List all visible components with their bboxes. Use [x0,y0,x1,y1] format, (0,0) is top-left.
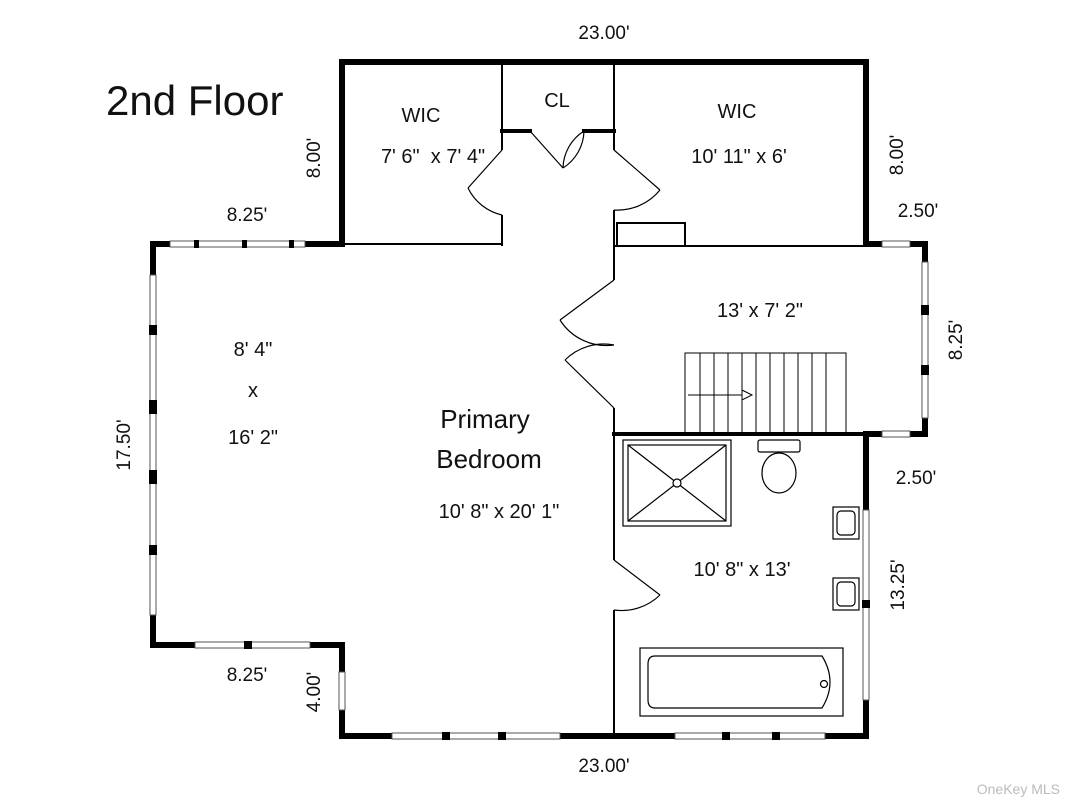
wic-right-name: WIC [718,101,757,123]
wic-left-name: WIC [402,105,441,127]
window-bump [338,671,346,711]
window-post [722,732,730,740]
dim-upper-left: 8.25' [227,205,268,226]
hall-size: 13' x 7' 2" [717,300,803,322]
door-closet-left [529,130,585,169]
stairs [684,352,847,434]
bath-size: 10' 8" x 13' [693,559,790,581]
door-wic-right [613,149,661,211]
dim-wic-right-height: 8.00' [887,135,908,176]
wic-left-size: 7' 6" x 7' 4" [381,146,485,168]
closet-name: CL [544,90,570,112]
window-bottom-b [674,732,826,740]
window-post [149,545,157,555]
stair-outline [684,352,847,434]
window-left-bay [149,274,157,616]
floor-title: 2nd Floor [106,77,283,124]
window-bottom-a [391,732,561,740]
bathtub-inner [647,655,831,709]
door-bath [613,559,661,612]
sink-lower-basin [836,581,856,607]
toilet-tank-icon [757,439,801,453]
dim-bottom: 23.00' [578,756,629,777]
window-post [242,240,247,248]
dim-bath-height: 13.25' [888,559,909,610]
bathtub-drain-icon [819,679,829,689]
window-post [194,240,199,248]
window-post [921,365,929,375]
window-post [862,600,870,608]
window-upper-left [169,240,306,248]
window-right-bay-bot [881,430,911,438]
watermark: OneKey MLS [977,781,1060,797]
bath-fixtures [622,439,860,717]
interior-walls [342,62,868,736]
door-hall-upper [559,279,615,347]
window-post [921,305,929,315]
toilet-bowl-icon [761,452,797,494]
dim-bump-height: 4.00' [304,672,325,713]
stair-arrow-head-icon [741,389,754,401]
dim-wic-left-height: 8.00' [304,138,325,179]
wic-right-size: 10' 11" x 6' [691,146,787,168]
window-post [149,470,157,484]
window-right-bay-side [921,261,929,419]
window-post [149,400,157,414]
primary-name-2: Bedroom [436,444,542,474]
door-closet-right [562,130,585,169]
window-post [498,732,506,740]
dim-right-bay: 8.25' [946,320,967,361]
sink-upper-basin [836,510,856,536]
exterior-walls [150,59,928,739]
dim-right-upper-step: 2.50' [898,201,939,222]
wic-right-shelf [616,222,686,247]
window-post [772,732,780,740]
windows [149,240,929,740]
window-post [289,240,294,248]
dim-lower-left: 8.25' [227,665,268,686]
primary-size: 10' 8" x 20' 1" [439,501,560,523]
door-wic-left [467,149,503,216]
dim-top: 23.00' [578,23,629,44]
sitting-line2: x [248,380,258,402]
dim-left-height: 17.50' [114,419,135,470]
dim-right-lower-step: 2.50' [896,468,937,489]
primary-name-1: Primary [440,404,530,434]
window-post [244,641,252,649]
window-post [442,732,450,740]
window-right-bay-top [881,240,911,248]
door-hall-lower [564,343,615,409]
sitting-line1: 8' 4" [234,339,273,361]
sitting-line3: 16' 2" [228,427,278,449]
doors [467,130,661,612]
shower-drain-icon [672,478,682,488]
window-lower-left [194,641,311,649]
window-post [149,325,157,335]
